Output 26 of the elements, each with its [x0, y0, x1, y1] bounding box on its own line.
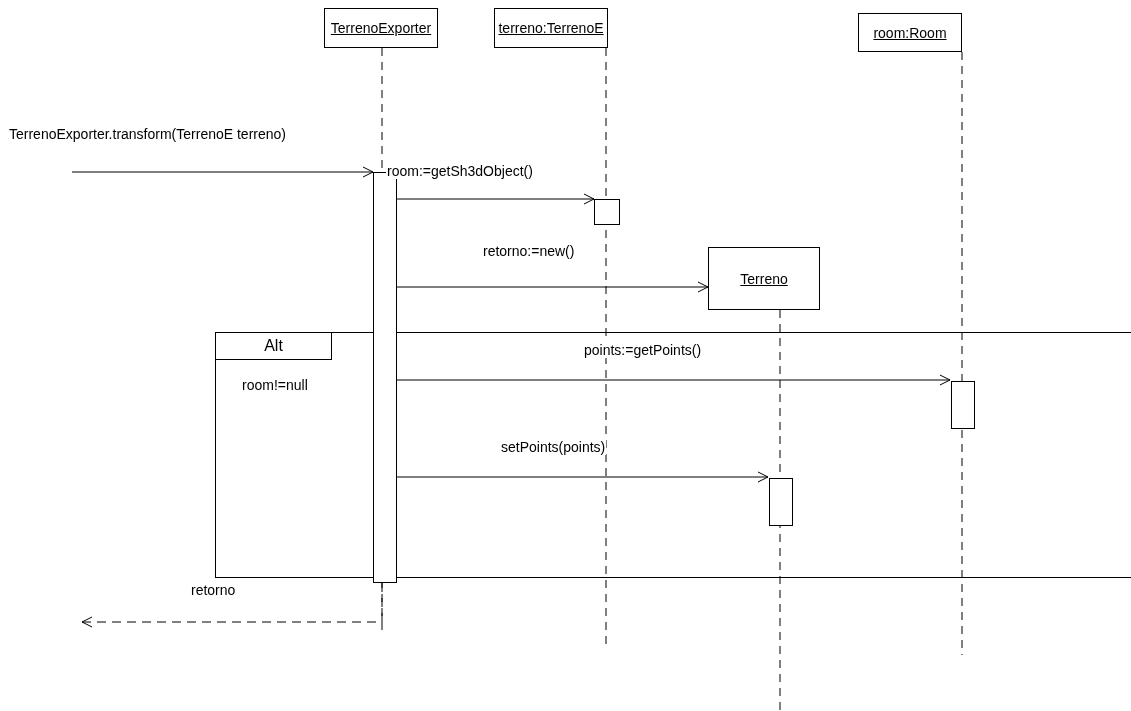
activation-bar	[594, 199, 620, 225]
object-name: TerrenoExporter	[330, 20, 432, 36]
message-arrow	[396, 374, 951, 386]
object-box	[494, 8, 608, 48]
object-box	[858, 13, 962, 52]
object-name: Terreno	[740, 270, 788, 287]
message-arrow	[396, 281, 709, 293]
activation-bar	[951, 381, 975, 429]
fragment-operator: Alt	[264, 337, 283, 355]
object-name: room:Room	[873, 24, 947, 41]
message-arrow	[71, 166, 374, 178]
message-label: points:=getPoints()	[583, 342, 703, 358]
guard-condition: room!=null	[242, 377, 308, 393]
message-label: retorno	[190, 582, 237, 598]
activation-bar	[769, 478, 793, 526]
message-label: setPoints(points)	[500, 439, 607, 455]
message-label: retorno:=new()	[482, 243, 576, 259]
message-label: TerrenoExporter.transform(TerrenoE terreno)	[8, 126, 287, 142]
object-box	[324, 8, 438, 48]
message-label: room:=getSh3dObject()	[386, 163, 534, 179]
alt-fragment	[215, 332, 1131, 578]
message-arrow	[396, 193, 595, 205]
return-arrow	[81, 582, 383, 628]
message-arrow	[396, 471, 769, 483]
object-box	[708, 247, 820, 310]
object-name: terreno:TerrenoE	[498, 20, 604, 36]
